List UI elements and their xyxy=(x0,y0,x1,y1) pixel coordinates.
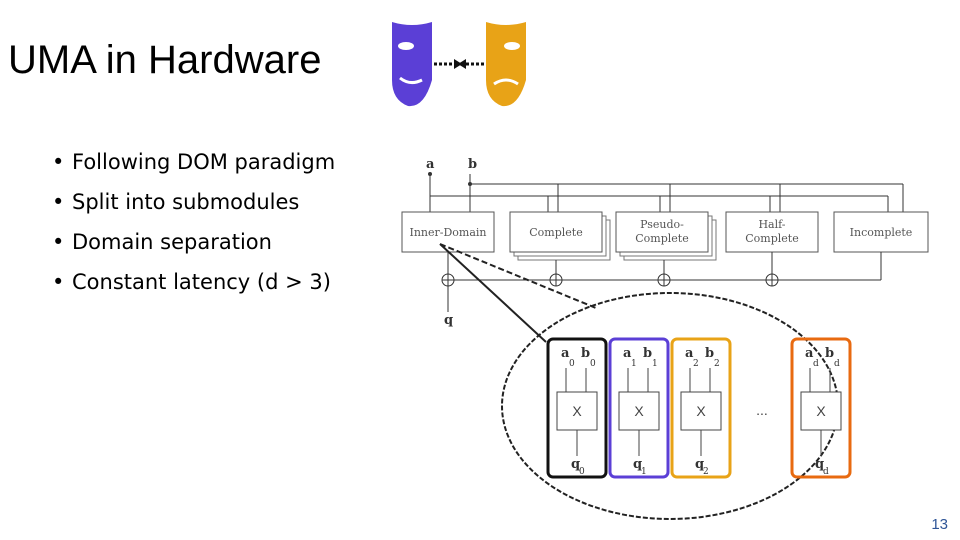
input-b-label: b xyxy=(468,157,477,172)
domain-column-0: a 0 b 0 X q 0 xyxy=(546,337,608,479)
svg-text:a: a xyxy=(623,346,632,361)
svg-text:X: X xyxy=(572,403,582,419)
zoom-ellipse xyxy=(501,292,839,520)
slide-title: UMA in Hardware xyxy=(8,38,322,82)
svg-text:Incomplete: Incomplete xyxy=(850,226,913,239)
ellipsis-text: ... xyxy=(756,402,768,418)
svg-text:0: 0 xyxy=(590,359,596,369)
svg-text:d: d xyxy=(834,359,840,369)
svg-text:Inner-Domain: Inner-Domain xyxy=(409,226,486,239)
svg-text:Complete: Complete xyxy=(529,226,582,239)
domain-column-d: a d b d X q d xyxy=(790,337,852,479)
svg-text:X: X xyxy=(816,403,826,419)
svg-text:b: b xyxy=(581,346,590,361)
bullet-list: •Following DOM paradigm •Split into subm… xyxy=(52,148,335,308)
svg-text:q: q xyxy=(571,457,580,472)
svg-text:0: 0 xyxy=(569,359,575,369)
svg-text:a: a xyxy=(685,346,694,361)
left-mask-icon xyxy=(392,22,432,107)
page-number: 13 xyxy=(931,516,948,533)
svg-text:2: 2 xyxy=(693,359,699,369)
svg-text:b: b xyxy=(705,346,714,361)
bullet-item: •Following DOM paradigm xyxy=(52,150,336,174)
output-q-label: q xyxy=(444,313,453,328)
svg-text:d: d xyxy=(823,467,829,477)
svg-text:q: q xyxy=(633,457,642,472)
svg-text:X: X xyxy=(634,403,644,419)
svg-text:1: 1 xyxy=(631,359,637,369)
svg-text:b: b xyxy=(825,346,834,361)
svg-text:a: a xyxy=(561,346,570,361)
right-mask-icon xyxy=(486,22,526,107)
domain-column-2: a 2 b 2 X q 2 xyxy=(670,337,732,479)
svg-text:1: 1 xyxy=(652,359,658,369)
svg-text:d: d xyxy=(813,359,819,369)
svg-text:q: q xyxy=(815,457,824,472)
svg-text:Complete: Complete xyxy=(745,232,798,245)
svg-text:a: a xyxy=(805,346,814,361)
svg-text:Half-: Half- xyxy=(758,218,785,231)
module-incomplete xyxy=(833,211,929,253)
domain-column-1: a 1 b 1 X q 1 xyxy=(608,337,670,479)
svg-text:1: 1 xyxy=(641,467,647,477)
svg-text:Pseudo-: Pseudo- xyxy=(640,218,684,231)
svg-text:0: 0 xyxy=(579,467,585,477)
uma-architecture-diagram: a b Inner-Domain Complete Pseudo- Comple… xyxy=(401,157,929,520)
svg-text:b: b xyxy=(643,346,652,361)
svg-text:q: q xyxy=(695,457,704,472)
svg-text:Complete: Complete xyxy=(635,232,688,245)
module-complete xyxy=(509,211,603,253)
svg-text:X: X xyxy=(696,403,706,419)
bullet-item: •Split into submodules xyxy=(52,190,300,214)
svg-text:2: 2 xyxy=(714,359,720,369)
module-pseudo-complete xyxy=(615,211,709,253)
bullet-item: •Domain separation xyxy=(52,230,272,254)
theater-masks-icon xyxy=(392,22,526,107)
svg-text:2: 2 xyxy=(703,467,709,477)
input-a-label: a xyxy=(426,157,435,172)
bullet-item: •Constant latency (d > 3) xyxy=(52,270,331,294)
